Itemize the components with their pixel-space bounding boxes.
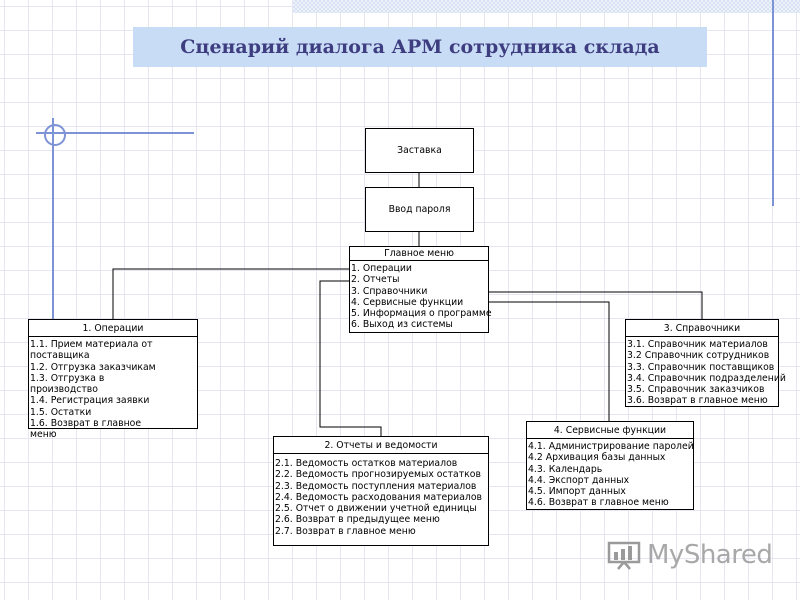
operations-item: 1.1. Прием материала от поставщика	[30, 339, 153, 362]
reports-items: 2.1. Ведомость остатков материалов 2.2. …	[274, 454, 488, 537]
connector-menu-directories	[488, 291, 703, 320]
decor-line-right	[772, 0, 774, 206]
connector-menu-service	[488, 301, 610, 422]
main-menu-item: 1. Операции	[351, 263, 412, 274]
reports-item: 2.2. Ведомость прогнозируемых остатков	[275, 469, 481, 481]
main-menu-item: 3. Справочники	[351, 285, 428, 297]
connector-menu-reports	[319, 280, 382, 437]
operations-item: 1.6. Возврат в главное меню	[30, 418, 142, 441]
reports-item: 2.3. Ведомость поступления материалов	[275, 480, 477, 492]
reports-item: 2.6. Возврат в предыдущее меню	[275, 514, 440, 526]
service-item: 4.5. Импорт данных	[528, 486, 626, 498]
main-menu-box: Главное меню 1. Операции 2. Отчеты 3. Сп…	[349, 246, 492, 333]
service-box: 4. Сервисные функции 4.1. Администрирова…	[526, 421, 694, 510]
decor-line-vertical	[52, 118, 54, 320]
reports-header: 2. Отчеты и ведомости	[274, 437, 488, 454]
operations-header: 1. Операции	[29, 320, 197, 337]
decor-circle	[44, 124, 66, 146]
directories-item: 3.4. Справочник подразделений	[627, 372, 786, 384]
directories-items: 3.1. Справочник материалов 3.2 Справочни…	[626, 337, 786, 407]
service-header: 4. Сервисные функции	[527, 422, 693, 439]
operations-item: 1.2. Отгрузка заказчикам	[30, 361, 156, 373]
page-title: Сценарий диалога АРМ сотрудника склада	[133, 27, 707, 67]
splash-box: Заставка	[365, 128, 474, 173]
main-menu-item: 4. Сервисные функции	[351, 296, 464, 308]
service-item: 4.3. Календарь	[528, 463, 603, 475]
reports-item: 2.4. Ведомость расходования материалов	[275, 491, 483, 503]
operations-item: 1.5. Остатки	[30, 406, 92, 418]
directories-box: 3. Справочники 3.1. Справочник материало…	[625, 319, 786, 407]
logo-text: MyShared	[647, 540, 773, 570]
main-menu-item: 6. Выход из системы	[351, 319, 453, 331]
operations-item: 1.4. Регистрация заявки	[30, 395, 150, 407]
reports-item: 2.7. Возврат в главное меню	[275, 525, 416, 537]
directories-item: 3.1. Справочник материалов	[627, 339, 768, 350]
operations-box: 1. Операции 1.1. Прием материала от пост…	[28, 319, 198, 440]
main-menu-item: 2. Отчеты	[351, 274, 400, 286]
operations-items: 1.1. Прием материала от поставщика 1.2. …	[29, 337, 158, 441]
service-item: 4.1. Администрирование паролей	[528, 441, 694, 452]
presentation-board-icon	[607, 540, 641, 570]
main-menu-header: Главное меню	[350, 247, 488, 261]
connector-menu-operations	[112, 268, 350, 320]
main-menu-item: 5. Информация о программе	[351, 308, 492, 320]
password-box: Ввод пароля	[365, 187, 474, 232]
top-decoration	[293, 0, 800, 13]
directories-header: 3. Справочники	[626, 320, 778, 337]
service-item: 4.4. Экспорт данных	[528, 474, 630, 486]
directories-item: 3.2 Справочник сотрудников	[627, 350, 770, 362]
site-logo: MyShared	[607, 537, 773, 573]
decor-line-horizontal	[36, 132, 194, 134]
directories-item: 3.3. Справочник поставщиков	[627, 361, 775, 373]
splash-label: Заставка	[397, 144, 442, 156]
service-items: 4.1. Администрирование паролей 4.2 Архив…	[527, 439, 694, 509]
directories-item: 3.6. Возврат в главное меню	[627, 395, 768, 407]
reports-box: 2. Отчеты и ведомости 2.1. Ведомость ост…	[273, 436, 489, 546]
reports-item: 2.1. Ведомость остатков материалов	[275, 458, 458, 469]
service-item: 4.2 Архивация базы данных	[528, 452, 666, 464]
operations-item: 1.3. Отгрузка в производство	[30, 372, 105, 396]
reports-item: 2.5. Отчет о движении учетной единицы	[275, 503, 477, 515]
password-label: Ввод пароля	[388, 203, 451, 215]
directories-item: 3.5. Справочник заказчиков	[627, 384, 765, 396]
service-item: 4.6. Возврат в главное меню	[528, 497, 669, 509]
main-menu-items: 1. Операции 2. Отчеты 3. Справочники 4. …	[350, 261, 492, 331]
